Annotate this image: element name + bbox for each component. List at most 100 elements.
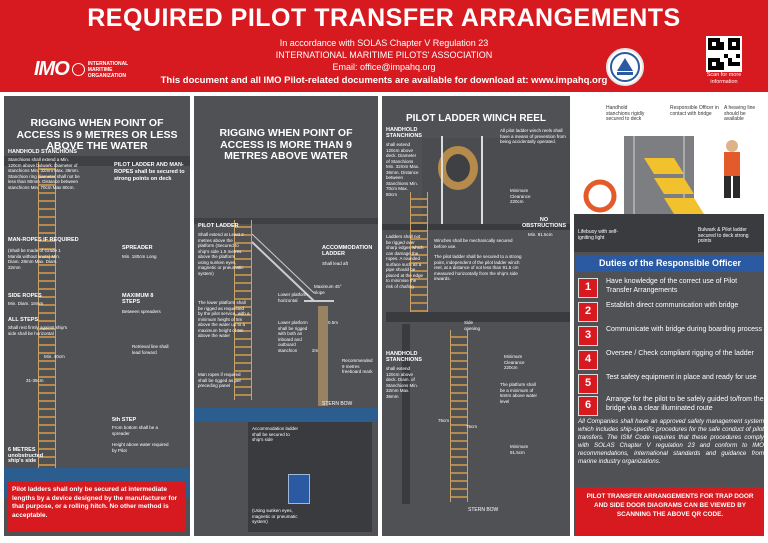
subtitle-impa: INTERNATIONAL MARITIME PILOTS' ASSOCIATI… [275, 50, 493, 60]
panel3-d75: 75cm [438, 418, 450, 423]
duty-text: Oversee / Check compliant rigging of the… [606, 350, 754, 357]
panel3-ladders-note: Ladders shall not be rigged over sharp e… [386, 234, 424, 289]
magnet-icon [288, 474, 310, 504]
panel2-max-slope: Maximum 45° slope [314, 284, 342, 295]
duty-number: 5 [578, 374, 598, 394]
panel3-handhold-desc: shall extend 120cm above deck. Diameter … [386, 142, 420, 197]
ism-note: All Companies shall have an approved saf… [578, 418, 764, 465]
panel3-d75b: 75cm [466, 424, 478, 429]
imo-logo: IMO INTERNATIONAL MARITIME ORGANIZATION [34, 58, 138, 81]
panel2-lower-platform-stanchion: Lower platform shall be rigged with both… [278, 320, 308, 353]
panel4-illustration [574, 136, 764, 252]
panel4-officer: Responsible Officer in contact with brid… [670, 105, 719, 117]
panel2-deck [194, 218, 378, 224]
panel2-recommended: Recommended 9 metres freeboard mark [342, 358, 373, 374]
panel1-min40: Min. 40cm [44, 354, 65, 359]
duty-text: Establish direct communication with brid… [606, 302, 739, 309]
panel2-accommodation: ACCOMMODATION LADDER [322, 245, 373, 257]
panel3-ladder-bottom [450, 330, 468, 502]
impa-logo [606, 48, 644, 86]
panel1-all-steps: ALL STEPS [8, 317, 39, 323]
panel1-deck [4, 156, 190, 166]
panel2-man-ropes: Man ropes if required shall be rigged as… [198, 372, 242, 388]
duty-item: 5 Test safety equipment in place and rea… [578, 372, 764, 396]
panel2-lower-platform-h: Lower platform horizontal [278, 292, 308, 303]
panel2-inset-text2: (Using sunken eyes, magnetic or pneumati… [252, 508, 298, 524]
duties-title: Duties of the Responsible Officer [576, 255, 764, 272]
qr-caption: Scan for more information [706, 72, 742, 85]
panel3-stern-bow: STERN BOW [468, 507, 499, 513]
panel1-height-water: Height above water required by Pilot [112, 442, 169, 453]
globe-icon [71, 63, 85, 76]
panel1-handhold: HANDHOLD STANCHIONS [8, 149, 77, 155]
panel2-lower-platform: The lower platform shall be rigged as re… [198, 300, 250, 338]
panel1-dist: 31-35cm [26, 378, 44, 383]
qr-code[interactable] [706, 36, 742, 72]
panel1-pilot-ladder-note: PILOT LADDER AND MAN-ROPES shall be secu… [114, 162, 185, 182]
duty-text: Communicate with bridge during boarding … [606, 326, 763, 333]
panel2-pilot-ladder-title: PILOT LADDER [198, 223, 239, 229]
subtitle-solas: In accordance with SOLAS Chapter V Regul… [279, 38, 489, 48]
panel4-heaving: A heaving line should be available [724, 105, 756, 122]
panel3-pilot-ladder-note: The pilot ladder shall be secured to a s… [434, 254, 522, 281]
panel3-title: PILOT LADDER WINCH REEL [406, 113, 546, 124]
panel-more-than-9m: RIGGING WHEN POINT OF ACCESS IS MORE THA… [194, 96, 378, 536]
duty-text: Have knowledge of the correct use of Pil… [606, 278, 738, 294]
panel3-no-obstructions: NO OBSTRUCTIONS [522, 217, 566, 229]
panel1-side-ropes: SIDE ROPES [8, 293, 42, 299]
impa-emblem-icon [610, 52, 640, 82]
panel3-winch-reel-note: All pilot ladder winch reels shall have … [500, 128, 566, 144]
page-title: REQUIRED PILOT TRANSFER ARRANGEMENTS [87, 4, 681, 32]
header-banner: REQUIRED PILOT TRANSFER ARRANGEMENTS In … [0, 0, 768, 92]
panel3-handhold2-desc: shall extend 120cm above deck. Diam. of … [386, 366, 419, 399]
panel1-all-steps-desc: Shall rest firmly against ship's side sh… [8, 325, 68, 336]
panel2-stern-bow: STERN BOW [322, 401, 353, 407]
panel1-side-ropes-desc: Min. Diam. 18mm [8, 301, 44, 306]
panel1-spreader-desc: Min. 180cm Long [122, 254, 157, 259]
panel4-lifebuoy: Lifebuoy with self-igniting light [578, 229, 619, 241]
panel2-inset: Accommodation ladder shall be secured to… [248, 422, 372, 532]
panel2-accommodation-ladder-drawing [251, 233, 334, 406]
panel1-retrieval: Retrieval line shall lead forward [132, 344, 169, 355]
duty-number: 4 [578, 350, 598, 370]
panel1-pilot-ladder [38, 162, 56, 468]
panel1-manropes-desc: (Shall be made of Grade 1 Manila without… [8, 248, 61, 270]
panel2-accommodation-desc: Shall lead aft [322, 261, 349, 266]
duty-number: 6 [578, 396, 598, 416]
panel4-handhold: Handhold stanchions rigidly secured to d… [606, 105, 645, 122]
panel2-inset-text1: Accommodation ladder shall be secured to… [252, 426, 299, 442]
duty-item: 4 Oversee / Check compliant rigging of t… [578, 348, 764, 372]
duty-item: 2 Establish direct communication with br… [578, 300, 764, 324]
imo-logo-text: INTERNATIONAL MARITIME ORGANIZATION [87, 60, 129, 79]
duty-number: 2 [578, 302, 598, 322]
panel1-maximum-desc: Between spreaders [122, 309, 161, 314]
panel1-six-metres: 6 METRES unobstructed ship's side [8, 447, 44, 464]
panel1-fifth-step: 5th STEP [112, 417, 137, 423]
panel3-platform: The platform shall be a minimum of 5mtrs… [500, 382, 538, 404]
duty-item: 6 Arrange for the pilot to be safely gui… [578, 394, 764, 420]
panel1-title: RIGGING WHEN POINT OF ACCESS IS 9 METRES… [16, 117, 178, 152]
panel-responsible-officer: Handhold stanchions rigidly secured to d… [574, 96, 764, 252]
panel2-title: RIGGING WHEN POINT OF ACCESS IS MORE THA… [219, 127, 353, 162]
panel2-water [194, 408, 378, 422]
panel2-pilot-ladder [234, 220, 252, 400]
duty-number: 1 [578, 278, 598, 298]
download-note: This document and all IMO Pilot-related … [160, 75, 608, 86]
panel1-warning: Pilot ladders shall only be secured at i… [8, 482, 186, 532]
panel2-d05: 0.5m [328, 320, 339, 325]
panel3-ladder-top [410, 192, 428, 312]
panel1-maximum: MAXIMUM 8 STEPS [122, 293, 154, 305]
panel-winch-reel: PILOT LADDER WINCH REEL HANDHOLD STANCHI… [382, 96, 570, 536]
panel2-d2m: 2m [312, 348, 319, 353]
duty-text: Arrange for the pilot to be safely guide… [606, 396, 764, 412]
panel1-manropes: MAN-ROPES IF REQUIRED [8, 237, 79, 243]
duty-item: 3 Communicate with bridge during boardin… [578, 324, 764, 348]
panel2-pilot-ladder-desc: Shall extend at Least 2 metres above the… [198, 232, 244, 276]
panel3-handhold: HANDHOLD STANCHIONS [386, 127, 422, 139]
panel1-spreader: SPREADER [122, 245, 153, 251]
contact-email[interactable]: Email: office@impahq.org [332, 62, 436, 72]
panel3-handhold2: HANDHOLD STANCHIONS [386, 351, 422, 363]
qr-footer-note: PILOT TRANSFER ARRANGEMENTS FOR TRAP DOO… [576, 487, 764, 535]
duty-text: Test safety equipment in place and ready… [606, 374, 757, 381]
panel1-handhold-desc: Stanchions shall extend a Min. 120cm abo… [8, 157, 80, 190]
